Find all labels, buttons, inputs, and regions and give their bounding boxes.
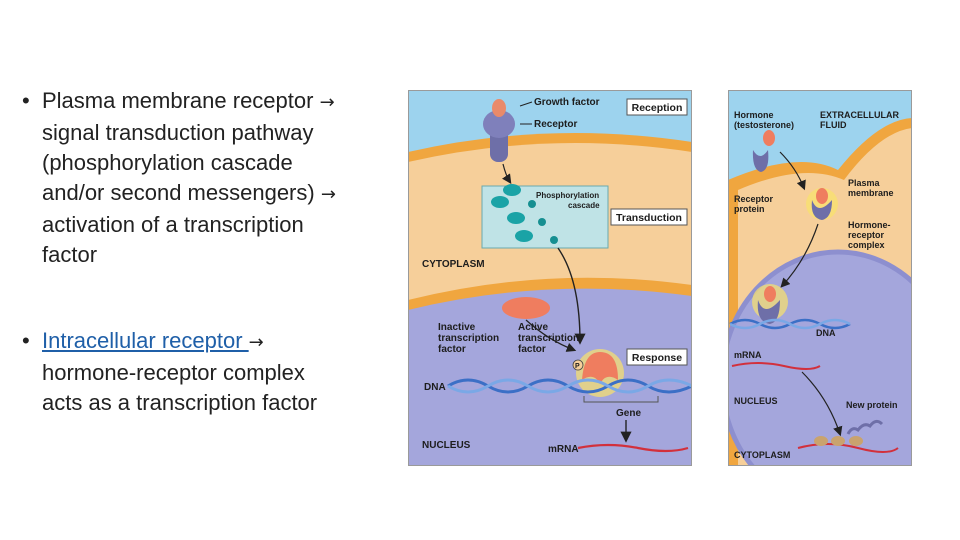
label-receptor-protein: protein [734, 204, 765, 214]
inactive-tf-shape [502, 297, 550, 319]
signaling-figure: Growth factor Receptor Reception Phospho… [408, 90, 914, 468]
phosphate-dot [538, 218, 546, 226]
right-panel: Hormone (testosterone) EXTRACELLULAR FLU… [728, 90, 912, 466]
bullet-line: acts as a transcription factor [42, 390, 318, 415]
label-extracellular: EXTRACELLULAR [820, 110, 899, 120]
kinase-shape [491, 196, 509, 208]
label-mrna-right: mRNA [734, 350, 762, 360]
left-panel-border [408, 90, 692, 466]
label-testosterone: (testosterone) [734, 120, 794, 130]
kinase-shape [503, 184, 521, 196]
growth-factor-shape [492, 99, 506, 117]
active-tf-shape [582, 352, 618, 384]
signaling-diagram: Growth factor Receptor Reception Phospho… [408, 90, 912, 466]
label-active: Active [518, 322, 548, 333]
label-active: factor [518, 344, 546, 355]
intracellular-receptor-link[interactable]: Intracellular receptor [42, 328, 249, 353]
label-transduction: Transduction [616, 212, 682, 224]
label-cascade: cascade [568, 201, 600, 210]
arrow-right-icon: → [319, 92, 335, 113]
label-inactive: transcription [438, 333, 499, 344]
receptor-protein-shape [752, 150, 769, 172]
label-plasma: Plasma [848, 178, 881, 188]
complex-hormone [816, 188, 828, 204]
bullet-line: (phosphorylation cascade [42, 150, 293, 175]
new-protein-chain [846, 419, 884, 435]
complex-shape [811, 200, 832, 220]
label-cytoplasm: CYTOPLASM [422, 259, 485, 270]
bullet-intracellular: • Intracellular receptor → hormone-recep… [22, 326, 402, 418]
bullet-line: factor [42, 242, 98, 267]
kinase-shape [507, 212, 525, 224]
right-panel-border [728, 90, 912, 466]
label-receptor-protein: Receptor [734, 194, 774, 204]
bullet-line: signal transduction pathway [42, 120, 314, 145]
bullet-dot: • [22, 328, 30, 353]
response-box [626, 348, 688, 366]
bullet-line: Plasma membrane receptor → [42, 88, 335, 113]
bullet-line: activation of a transcription [42, 212, 304, 237]
label-growth-factor: Growth factor [534, 97, 600, 108]
dna-strand [447, 378, 692, 394]
label-hormone: Hormone [734, 110, 774, 120]
mrna-strand [731, 362, 821, 370]
phosphate-dot [550, 236, 558, 244]
hormone-shape [763, 130, 775, 146]
label-complex: complex [848, 240, 885, 250]
ribosome [849, 436, 863, 446]
label-inactive: factor [438, 344, 466, 355]
label-mrna: mRNA [548, 444, 579, 455]
label-complex: receptor [848, 230, 885, 240]
label-active: transcription [518, 333, 579, 344]
label-membrane: membrane [848, 188, 894, 198]
label-response: Response [632, 352, 682, 364]
reception-box [626, 98, 688, 116]
label-complex: Hormone- [848, 220, 891, 230]
label-cytoplasm-right: CYTOPLASM [734, 450, 790, 460]
dna-strand [729, 318, 851, 330]
bullet-list: • Plasma membrane receptor → signal tran… [22, 86, 402, 418]
complex-on-dna [757, 300, 780, 324]
label-new-protein: New protein [846, 400, 898, 410]
left-panel: Growth factor Receptor Reception Phospho… [408, 90, 692, 466]
bullet-line: hormone-receptor complex [42, 360, 305, 385]
arrow-right-icon: → [248, 332, 264, 353]
arrow-right-icon: → [320, 184, 336, 205]
label-gene: Gene [616, 408, 641, 419]
label-dna: DNA [424, 382, 446, 393]
label-inactive: Inactive [438, 322, 476, 333]
phosphate-dot [528, 200, 536, 208]
label-dna-right: DNA [816, 328, 836, 338]
phosphorylation-box [481, 185, 609, 249]
label-p: P [575, 363, 580, 370]
label-reception: Reception [632, 102, 683, 114]
nucleus-region [408, 288, 692, 466]
label-fluid: FLUID [820, 120, 847, 130]
bullet-line: and/or second messengers) → [42, 180, 336, 205]
label-phosphorylation: Phosphorylation [536, 191, 599, 200]
mrna-cytoplasm [797, 443, 899, 453]
bullet-dot: • [22, 88, 30, 113]
ribosome [814, 436, 828, 446]
ribosome [831, 436, 845, 446]
label-receptor: Receptor [534, 119, 577, 130]
pathway-arrow [557, 247, 586, 345]
kinase-shape [515, 230, 533, 242]
transduction-box [610, 208, 688, 226]
mrna-strand [577, 443, 689, 453]
label-nucleus-right: NUCLEUS [734, 396, 778, 406]
receptor-head [483, 110, 515, 138]
bullet-plasma-membrane: • Plasma membrane receptor → signal tran… [22, 86, 402, 270]
label-nucleus: NUCLEUS [422, 440, 471, 451]
phosphate-p [572, 359, 584, 371]
complex-on-dna-hormone [764, 286, 776, 302]
